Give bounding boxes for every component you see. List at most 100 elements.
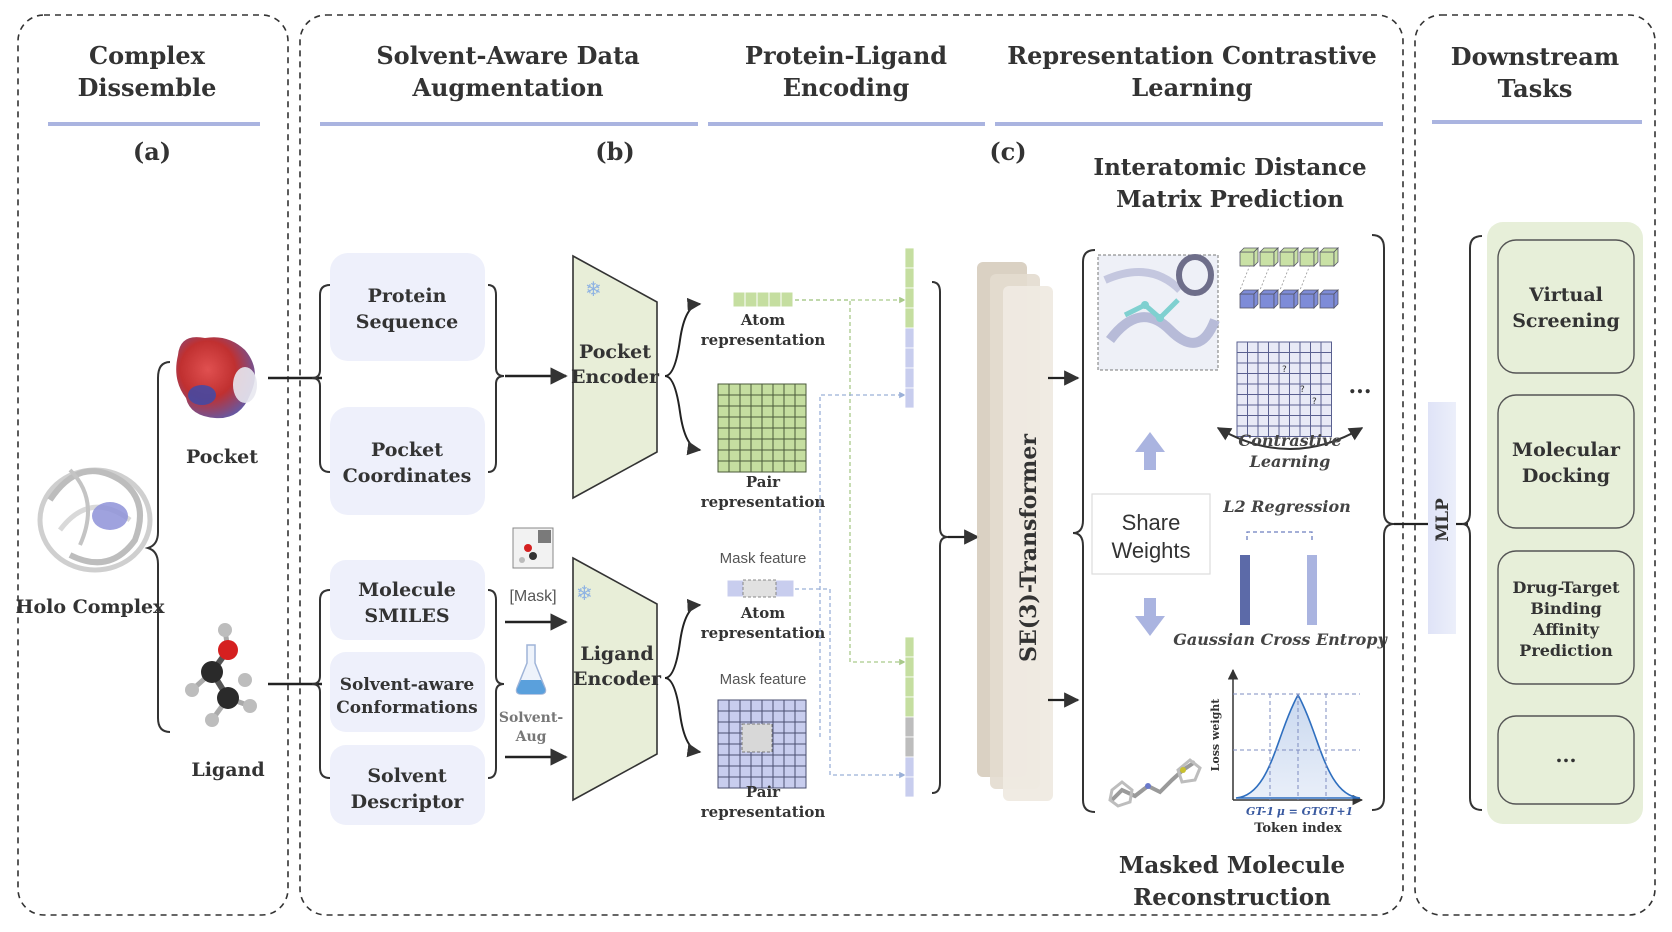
pair-grid-cell — [728, 710, 741, 723]
embedding-cube — [1259, 293, 1275, 309]
distance-grid-cell — [1320, 404, 1332, 416]
arrow-pocket-to-atom — [664, 297, 702, 377]
distance-grid-cell — [1257, 394, 1269, 406]
pair-grid-cell — [750, 765, 763, 778]
mask-recon-line1: Masked Molecule — [1119, 852, 1345, 879]
pair-grid-cell — [739, 394, 752, 407]
pair-grid-cell — [783, 460, 796, 473]
pair-grid-cell — [794, 721, 807, 734]
pocket-surface-image — [176, 337, 257, 419]
pair-grid-cell — [717, 743, 730, 756]
distance-grid-cell — [1299, 352, 1311, 364]
title-c-1: Representation Contrastive — [1007, 41, 1377, 70]
pair-grid-cell — [761, 449, 774, 462]
pair-grid-cell — [717, 765, 730, 778]
embedding-cube-side — [1313, 247, 1319, 267]
pocket-encoder-shape — [572, 254, 658, 500]
distance-grid-cell — [1236, 383, 1248, 395]
distance-grid-cell — [1310, 362, 1322, 374]
up-arrow-icon — [1135, 432, 1165, 470]
pair-grid-cell — [739, 699, 752, 712]
pair-grid-cell — [717, 776, 730, 789]
pair-grid-cell — [717, 721, 730, 734]
ligand-token-column — [904, 636, 915, 798]
distance-grid-cell — [1257, 352, 1269, 364]
pair-grid-cell — [728, 754, 741, 767]
l2-regression-label: L2 Regression — [1222, 497, 1351, 516]
distance-grid-cell — [1236, 394, 1248, 406]
pair-grid-cell — [717, 405, 730, 418]
task-molecular-docking — [1497, 394, 1635, 529]
tick-gt-plus: GT+1 — [1319, 805, 1353, 818]
pair-grid-cell — [794, 394, 807, 407]
pair-grid-cell — [772, 416, 785, 429]
ligand-stick-image — [1108, 758, 1202, 808]
transformer-slab-front — [1003, 286, 1053, 801]
gt-token-bar — [1307, 555, 1317, 625]
distance-grid-cell — [1278, 352, 1290, 364]
embedding-cube-side — [1293, 247, 1299, 267]
protein-ligand-structure-image — [1097, 254, 1220, 371]
pair-grid-cell — [739, 449, 752, 462]
distance-grid-cell — [1289, 394, 1301, 406]
dashed-pair-route-1 — [819, 391, 906, 737]
ligand-encoder-line2: Encoder — [573, 668, 662, 690]
task-virtual-screening — [1497, 239, 1635, 374]
contrastive-cubes-top — [1239, 247, 1339, 267]
title-a-1: Complex — [89, 41, 206, 70]
embedding-cube — [1319, 293, 1335, 309]
pair-grid-cell — [783, 427, 796, 440]
pair-grid-cell — [739, 754, 752, 767]
pair-grid-cell — [739, 383, 752, 396]
token-segment — [904, 287, 915, 309]
pair-grid-cell — [750, 416, 763, 429]
distance-matrix-grid: ??? — [1236, 341, 1332, 437]
label-a: (a) — [133, 137, 171, 166]
pair-grid-cell — [772, 438, 785, 451]
pair-grid-cell — [717, 754, 730, 767]
dashed-pocket-atom-route — [795, 299, 906, 666]
pocket-pair-rep-line1: Pair — [746, 473, 781, 491]
brace-ligand-outputs — [487, 589, 505, 779]
pocket-atom-rep-line2: representation — [701, 331, 826, 349]
mlp-box — [1428, 402, 1456, 634]
ligand-pair-rep-line2: representation — [701, 803, 826, 821]
distance-grid-cell — [1299, 362, 1311, 374]
distance-grid-cell — [1289, 341, 1301, 353]
pair-grid-cell — [794, 754, 807, 767]
ligand-molecule-image — [185, 623, 257, 727]
distance-unknown-mark: ? — [1300, 385, 1305, 395]
pair-grid-cell — [739, 710, 752, 723]
pair-grid-cell — [750, 394, 763, 407]
solv-desc-line2: Descriptor — [351, 791, 465, 813]
pair-grid-cell — [794, 438, 807, 451]
embedding-cube — [1279, 293, 1295, 309]
distance-grid-cell — [1257, 383, 1269, 395]
distance-grid-cell — [1278, 383, 1290, 395]
distance-grid-cell — [1320, 394, 1332, 406]
pair-grid-cell — [739, 438, 752, 451]
distance-grid-cell — [1289, 362, 1301, 374]
pair-grid-cell — [794, 732, 807, 745]
solvent-aug-line1: Solvent- — [499, 710, 563, 726]
brace-into-mlp — [1371, 234, 1395, 811]
protein-seq-line2: Sequence — [356, 311, 458, 333]
pocket-coord-line1: Pocket — [371, 439, 443, 461]
distance-grid-cell — [1278, 373, 1290, 385]
pair-grid-cell — [794, 427, 807, 440]
pair-grid-cell — [794, 743, 807, 756]
distance-grid-cell — [1310, 341, 1322, 353]
pair-grid-cell — [794, 416, 807, 429]
md-line1: Molecular — [1512, 439, 1621, 461]
pair-grid-cell — [794, 383, 807, 396]
snowflake-pocket-icon: ❄ — [585, 277, 602, 301]
distance-grid-cell — [1310, 352, 1322, 364]
token-index-axis-label: Token index — [1254, 821, 1342, 836]
pair-grid-cell — [750, 699, 763, 712]
pocket-token-column — [904, 247, 915, 409]
distance-grid-cell — [1278, 404, 1290, 416]
distance-grid-cell — [1257, 341, 1269, 353]
dt-line3: Affinity — [1532, 620, 1600, 639]
mask-tag: [Mask] — [509, 588, 556, 605]
mask-molecule-icon — [512, 527, 554, 569]
